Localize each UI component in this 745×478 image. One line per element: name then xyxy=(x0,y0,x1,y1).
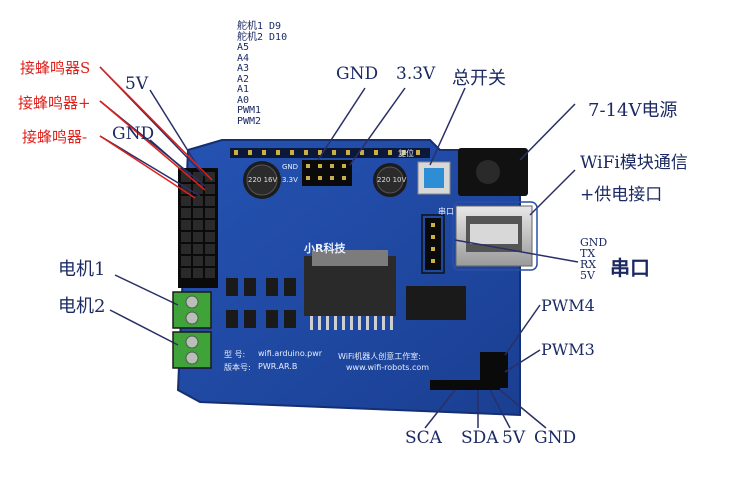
left-servo-header xyxy=(178,168,218,288)
gnd-silk: GND xyxy=(282,163,299,171)
board-model-label: 型 号: xyxy=(224,350,246,359)
gnd-left-label: GND xyxy=(112,124,155,144)
board-version-value: PWR.AR.B xyxy=(258,362,298,371)
buzzer-minus-label: 接蜂鸣器- xyxy=(22,128,88,146)
gnd-bottom-label: GND xyxy=(534,428,577,448)
usb-port xyxy=(455,205,533,267)
main-switch-label: 总开关 xyxy=(452,68,506,89)
power-jack xyxy=(458,148,528,196)
board-logo: 小R科技 xyxy=(304,242,346,255)
capacitor-2 xyxy=(373,163,407,197)
motor-driver-chip xyxy=(304,250,396,330)
capacitor-2-label: 220 10V xyxy=(377,176,407,184)
power-label: 7-14V电源 xyxy=(588,100,678,121)
board-url: www.wifi-robots.com xyxy=(346,363,430,372)
servo-pin-label: A3 xyxy=(237,63,250,74)
highlight-boxes xyxy=(172,201,538,369)
serial-port-label: 串口 xyxy=(610,256,650,280)
capacitor-1 xyxy=(243,161,281,199)
servo-pin-label: PWM2 xyxy=(237,115,262,127)
servo-pin-label: 舵机1 D9 xyxy=(237,21,282,32)
top-header-pins xyxy=(230,148,430,158)
logic-chip xyxy=(406,286,466,320)
servo-pin-label: A1 xyxy=(237,84,250,95)
serial-header xyxy=(425,218,441,270)
board-model-value: wifi.arduino.pwr xyxy=(258,349,323,358)
servo-pin-label: A5 xyxy=(237,42,250,53)
serial-pin-label: TX xyxy=(580,247,596,260)
main-switch xyxy=(417,161,451,195)
servo-pin-list: 舵机1 D9 舵机2 D10 A5 A4 A3 A2 A1 A0 PWM1 PW… xyxy=(237,21,288,127)
five-v-bottom-label: 5V xyxy=(502,428,526,448)
diode-array xyxy=(226,278,296,328)
sda-label: SDA xyxy=(461,428,499,448)
pwm4-label: PWM4 xyxy=(541,296,595,315)
buzzer-s-label: 接蜂鸣器S xyxy=(20,59,91,77)
serial-pin-label: RX xyxy=(580,258,597,271)
callout-lines xyxy=(99,66,579,429)
capacitor-1-label: 220 16V xyxy=(248,176,278,184)
servo-pin-label: A4 xyxy=(237,52,250,64)
motor1-label: 电机1 xyxy=(58,259,106,280)
serial-silk: 串口 xyxy=(438,207,454,216)
wifi-label-line1: WiFi模块通信 xyxy=(580,153,688,173)
serial-pin-label: GND xyxy=(580,236,608,249)
i2c-header xyxy=(430,380,500,390)
servo-pin-label: A2 xyxy=(237,73,250,85)
v33-silk: 3.3V xyxy=(282,176,298,184)
servo-pin-label: A0 xyxy=(237,94,250,106)
sca-label: SCA xyxy=(405,428,442,448)
servo-pin-label: PWM1 xyxy=(237,105,262,116)
wifi-label-line2: +供电接口 xyxy=(580,185,663,205)
five-v-left-label: 5V xyxy=(125,74,149,94)
reset-silk: 复位 xyxy=(398,149,414,158)
serial-pin-label: 5V xyxy=(580,269,595,282)
gnd-3v3-header xyxy=(302,160,352,186)
motor2-label: 电机2 xyxy=(58,296,106,317)
gnd-top-label: GND xyxy=(336,64,379,84)
v33-top-label: 3.3V xyxy=(396,64,436,84)
buzzer-plus-label: 接蜂鸣器+ xyxy=(18,94,91,112)
servo-pin-label: 舵机2 D10 xyxy=(237,31,288,43)
board-version-label: 版本号: xyxy=(224,363,251,372)
pwm3-label: PWM3 xyxy=(541,340,595,359)
serial-pin-list: GND TX RX 5V xyxy=(580,237,607,281)
buzzer-callout-lines xyxy=(99,66,213,199)
board-studio: WiFi机器人创意工作室: xyxy=(338,352,421,361)
